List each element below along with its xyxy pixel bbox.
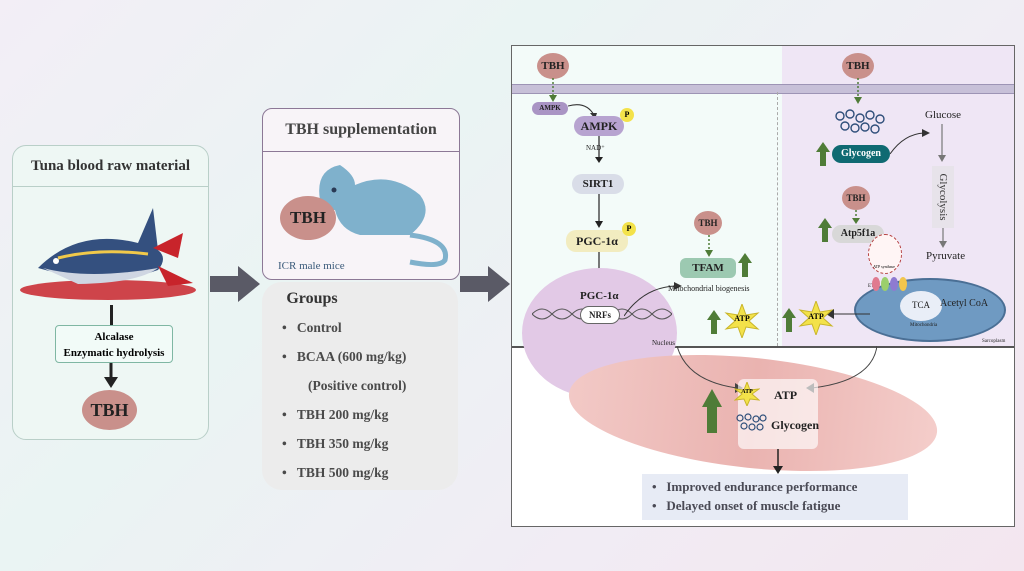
divider: [777, 92, 779, 346]
pgc1a-nuclear-label: PGC-1α: [580, 290, 619, 302]
atp-label: ATP: [734, 314, 750, 323]
atp-star-icon: [798, 301, 834, 335]
atp-synthase-label: ATP synthase: [873, 264, 895, 269]
atp-label: ATP: [808, 312, 824, 321]
down-arrow-icon: [104, 363, 118, 388]
outcome-label: Delayed onset of muscle fatigue: [666, 498, 841, 513]
mitochondria-label: Mitochondria: [910, 323, 938, 328]
raw-material-title: Tuna blood raw material: [13, 146, 208, 187]
up-arrow-icon: [816, 142, 830, 166]
atp-synthase-zoom: [868, 234, 902, 274]
group-label: TBH 200 mg/kg: [296, 407, 389, 422]
tbh-oval: TBH: [537, 53, 569, 79]
sirt1-node: SIRT1: [572, 174, 624, 194]
atp-text: ATP: [774, 388, 798, 402]
dashed-arrow-icon: [705, 235, 713, 257]
left-arrow-icon: [826, 309, 870, 319]
divider: [512, 346, 1014, 348]
outcome-label: Improved endurance performance: [666, 479, 858, 494]
groups-title: Groups: [286, 290, 338, 307]
atp-star-icon: [724, 304, 760, 338]
up-arrow-icon: [818, 218, 832, 242]
tbh-oval: TBH: [842, 186, 870, 210]
tbh-oval: TBH: [694, 211, 722, 235]
mito-biogenesis-label: Mitochondrial biogenesis: [668, 284, 750, 293]
phospho-badge: P: [622, 222, 636, 236]
group-label: TBH 350 mg/kg: [296, 436, 389, 451]
ampk-receptor: AMPK: [532, 102, 568, 115]
atp5f1a-node: Atp5f1a: [832, 225, 884, 243]
pgc1a-node: PGC-1α: [566, 230, 628, 252]
flow-arrow-icon: [460, 266, 510, 302]
group-label: (Positive control): [308, 378, 407, 393]
connector-line: [110, 305, 113, 325]
dashed-arrow-icon: [852, 210, 860, 224]
supplementation-panel: TBH supplementation: [262, 108, 460, 280]
tfam-node: TFAM: [680, 258, 736, 278]
mechanism-panel: TBH AMPK AMPK P NAD⁺ SIRT1 PGC-1α P PGC-…: [511, 45, 1015, 527]
curved-arrow-icon: [624, 282, 682, 317]
down-arrow-icon: [773, 449, 783, 474]
glucose-label: Glucose: [925, 109, 962, 121]
hydrolysis-label: Enzymatic hydrolysis: [63, 347, 165, 359]
glycogen-granule-icon: [736, 413, 767, 431]
cell-membrane: [512, 84, 1014, 94]
nucleus-label: Nucleus: [652, 339, 675, 347]
tca-label: TCA: [912, 300, 930, 310]
nrfs-node: NRFs: [580, 306, 620, 324]
up-arrow-icon: [738, 253, 752, 277]
group-item: • BCAA (600 mg/kg): [282, 349, 407, 364]
groups-panel: Groups • Control • BCAA (600 mg/kg) (Pos…: [262, 282, 458, 490]
group-item: • TBH 500 mg/kg: [282, 465, 389, 480]
flow-arrow-icon: [210, 266, 260, 302]
curved-arrow-icon: [890, 129, 930, 155]
glycolysis-label: Glycolysis: [937, 173, 949, 221]
tbh-product-oval: TBH: [82, 390, 137, 430]
glycogen-granule-icon: [835, 109, 885, 134]
alcalase-label: Alcalase: [94, 331, 134, 343]
up-arrow-icon: [782, 308, 796, 332]
outcome-item: • Delayed onset of muscle fatigue: [652, 498, 841, 513]
subject-label: ICR male mice: [278, 260, 345, 272]
tca-cycle: [900, 291, 942, 321]
outcomes-box: • Improved endurance performance • Delay…: [642, 474, 908, 520]
nad-label: NAD⁺: [586, 144, 605, 152]
etc-complex-icon: [872, 277, 907, 291]
glycogen-text: Glycogen: [771, 418, 819, 432]
sarcoplasm-label: Sarcoplasm: [982, 339, 1006, 344]
down-arrow-icon: [939, 228, 947, 248]
dashed-arrow-icon: [549, 78, 557, 102]
group-label: TBH 500 mg/kg: [296, 465, 389, 480]
pyruvate-label: Pyruvate: [926, 250, 966, 262]
supplementation-title: TBH supplementation: [263, 109, 459, 152]
tuna-illustration: [20, 208, 196, 300]
up-arrow-icon: [702, 389, 722, 433]
dashed-arrow-icon: [854, 78, 862, 104]
atp-icon-label: ATP: [741, 389, 753, 395]
phospho-badge: P: [620, 108, 634, 122]
tbh-badge: TBH: [280, 196, 336, 240]
group-label: BCAA (600 mg/kg): [296, 349, 407, 364]
mouse-icon: [319, 165, 449, 268]
group-item: • Control: [282, 320, 342, 335]
down-arrow-icon: [938, 124, 946, 162]
glycolysis-box: [932, 166, 954, 228]
group-label: Control: [296, 320, 342, 335]
group-item: (Positive control): [308, 378, 406, 394]
acetyl-coa-label: Acetyl CoA: [940, 298, 989, 309]
tbh-oval: TBH: [842, 53, 874, 79]
up-arrow-icon: [707, 310, 721, 334]
atp-star-icon: [734, 382, 760, 406]
glycogen-node: Glycogen: [832, 145, 890, 163]
down-arrow-icon: [595, 136, 603, 163]
ampk-node: AMPK: [574, 116, 624, 136]
down-arrow-icon: [595, 194, 603, 228]
group-item: • TBH 350 mg/kg: [282, 436, 389, 451]
enzymatic-hydrolysis-box: Alcalase Enzymatic hydrolysis: [55, 325, 173, 363]
outcome-item: • Improved endurance performance: [652, 479, 858, 494]
group-item: • TBH 200 mg/kg: [282, 407, 389, 422]
